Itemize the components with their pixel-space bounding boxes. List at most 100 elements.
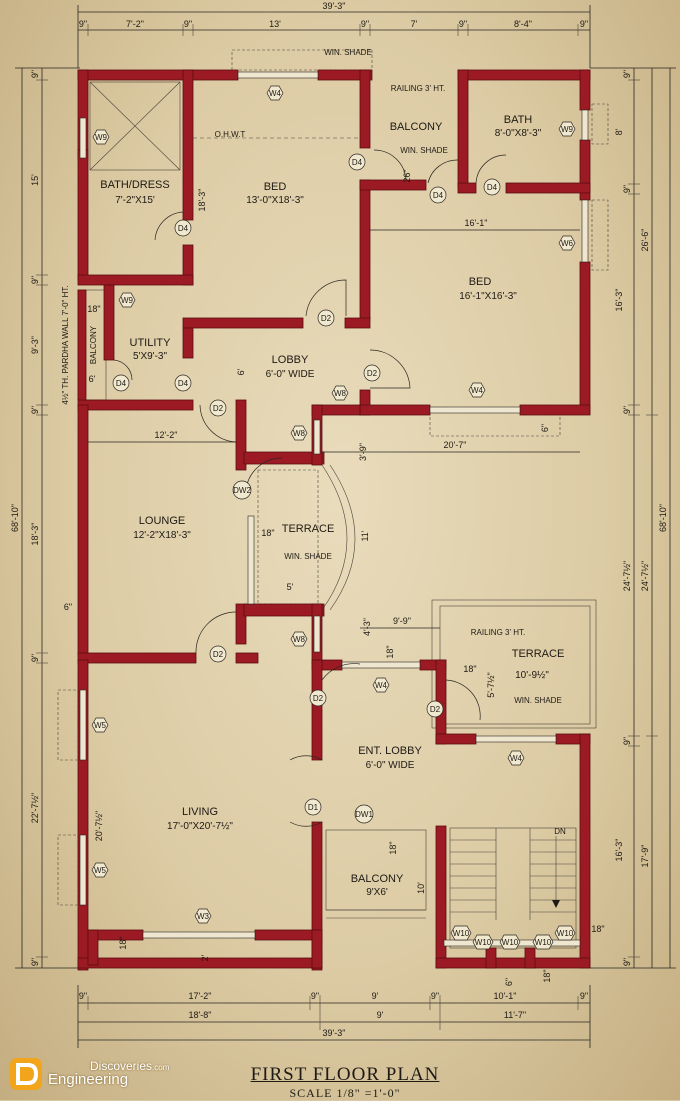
dim-bottom-2-3: 11'-7": [504, 1010, 526, 1020]
window-tag: W4: [375, 681, 388, 690]
lounge-name: LOUNGE: [139, 515, 185, 527]
bed2-size: 16'-1"X16'-3": [459, 291, 517, 302]
bed1-name: BED: [264, 181, 287, 193]
dim-int-5: 12'-2": [155, 430, 178, 440]
dim-int-3: 18": [87, 304, 100, 314]
win-shade-balcony-note: WIN. SHADE: [400, 146, 448, 155]
balcony-top-name: BALCONY: [390, 121, 443, 133]
dim-bottom-1-1: 9": [79, 991, 87, 1001]
dim-top-total: 39'-3": [323, 1, 346, 11]
window-tag: W10: [502, 938, 519, 947]
window-tag: W4: [471, 386, 484, 395]
window-tag: W10: [535, 938, 552, 947]
dim-int-14: 18": [385, 645, 395, 658]
dim-int-20: 2': [200, 954, 210, 961]
bath-dress-name: BATH/DRESS: [100, 179, 169, 191]
dim-left-8: 22'-7½": [30, 793, 40, 823]
dim-right-9: 9": [622, 958, 632, 966]
window-tag: W10: [475, 938, 492, 947]
dimension-lines: [15, 5, 676, 1048]
dim-top-seg-8: 8'-4": [514, 19, 532, 29]
window-tag: W6: [561, 239, 574, 248]
dim-top-seg-4: 13': [269, 19, 281, 29]
window-tag: W9: [561, 125, 574, 134]
window-tag: W10: [453, 929, 470, 938]
ent-lobby-name: ENT. LOBBY: [358, 745, 422, 757]
dim-int-17: 20'-7½": [94, 811, 104, 841]
door-tag: DW2: [233, 486, 251, 495]
door-tag: D2: [367, 369, 378, 378]
logo-mark-icon: [10, 1058, 42, 1090]
dim-bottom-2-1: 18'-8": [189, 1010, 212, 1020]
plan-title: FIRST FLOOR PLAN: [250, 1064, 440, 1085]
window-tag: W5: [94, 866, 107, 875]
dim-bottom-1-5: 9": [431, 991, 439, 1001]
dim-right-outer-2: 24'-7½": [640, 561, 650, 591]
dim-int-24: 18": [388, 841, 398, 854]
ent-lobby-size: 6'-0" WIDE: [366, 760, 415, 771]
window-tag: W10: [557, 929, 574, 938]
dim-int-11: 6": [540, 424, 550, 432]
dim-int-23: 18": [591, 924, 604, 934]
door-tag: D1: [308, 803, 319, 812]
terrace2-size: 10'-9½": [515, 670, 549, 681]
brand-logo: Discoveries.com Engineering: [8, 1056, 198, 1092]
plan-notes: WIN. SHADE RAILING 3' HT. WIN. SHADE O.H…: [215, 48, 566, 836]
win-shade-top-note: WIN. SHADE: [324, 48, 372, 57]
lobby-name: LOBBY: [272, 354, 309, 366]
door-tag: D4: [433, 191, 444, 200]
dim-left-2: 15': [30, 174, 40, 186]
door-tag: D2: [213, 404, 224, 413]
dim-top-seg-1: 9": [79, 19, 87, 29]
stair-dn-note: DN: [554, 827, 566, 836]
lounge-size: 12'-2"X18'-3": [133, 530, 191, 541]
dim-int-16: 18": [463, 664, 476, 674]
window-tag: W4: [269, 89, 282, 98]
bath2-name: BATH: [504, 114, 533, 126]
dim-top-seg-9: 9": [580, 19, 588, 29]
plan-scale: SCALE 1/8" =1'-0": [289, 1086, 401, 1100]
door-tag: D2: [321, 314, 332, 323]
terrace2-name: TERRACE: [512, 648, 565, 660]
dim-int-2: 16'-1": [465, 218, 488, 228]
dim-right-outer-3: 17'-9": [640, 845, 650, 868]
dim-left-1: 9": [30, 70, 40, 78]
dim-bottom-1-4: 9': [372, 991, 379, 1001]
logo-text-top: Discoveries.com: [90, 1059, 170, 1073]
dim-int-1: 18'-3": [197, 189, 207, 212]
door-swings: [113, 149, 507, 827]
door-tag: D4: [178, 379, 189, 388]
door-tag: D2: [430, 705, 441, 714]
dim-right-total: 68'-10": [658, 504, 668, 532]
dim-top-seg-6: 7': [411, 19, 418, 29]
dim-right-6: 24'-7½": [622, 561, 632, 591]
dim-int-22: 18": [542, 969, 552, 982]
dim-bottom-2-2: 9': [377, 1010, 384, 1020]
dim-int-4: 6': [236, 368, 246, 375]
window-tag: W8: [293, 429, 306, 438]
ohwt-note: O.H.W.T: [215, 130, 246, 139]
dim-left-5: 9": [30, 406, 40, 414]
dim-left-total: 68'-10": [10, 504, 20, 532]
dim-right-3: 9": [622, 185, 632, 193]
dim-int-9: 18": [261, 528, 274, 538]
dim-left-9: 9": [30, 958, 40, 966]
door-tag: D4: [352, 158, 363, 167]
window-tag: W4: [510, 754, 523, 763]
door-tag: D4: [178, 224, 189, 233]
window-tags: W4 W9 W9 W6 W9 W8 W8 W4 W8 W4 W5 W5 W3 W…: [91, 85, 576, 950]
door-tags: D4 D4 D4 D4 D2 D2 D4 D4 D2 DW2 D2 D2 D2 …: [112, 153, 501, 824]
dim-left-7: 9": [30, 654, 40, 662]
bed2-name: BED: [469, 276, 492, 288]
dim-right-outer-1: 26'-6": [640, 229, 650, 252]
door-tag: DW1: [355, 810, 373, 819]
window-tag: W8: [293, 635, 306, 644]
dim-left-4: 9'-3": [30, 336, 40, 354]
terrace1-note: WIN. SHADE: [284, 552, 332, 561]
dim-right-4: 16'-3": [614, 289, 624, 312]
dim-right-7: 9": [622, 737, 632, 745]
dim-int-7: 3'-9": [358, 443, 368, 461]
lobby-size: 6'-0" WIDE: [266, 369, 315, 380]
